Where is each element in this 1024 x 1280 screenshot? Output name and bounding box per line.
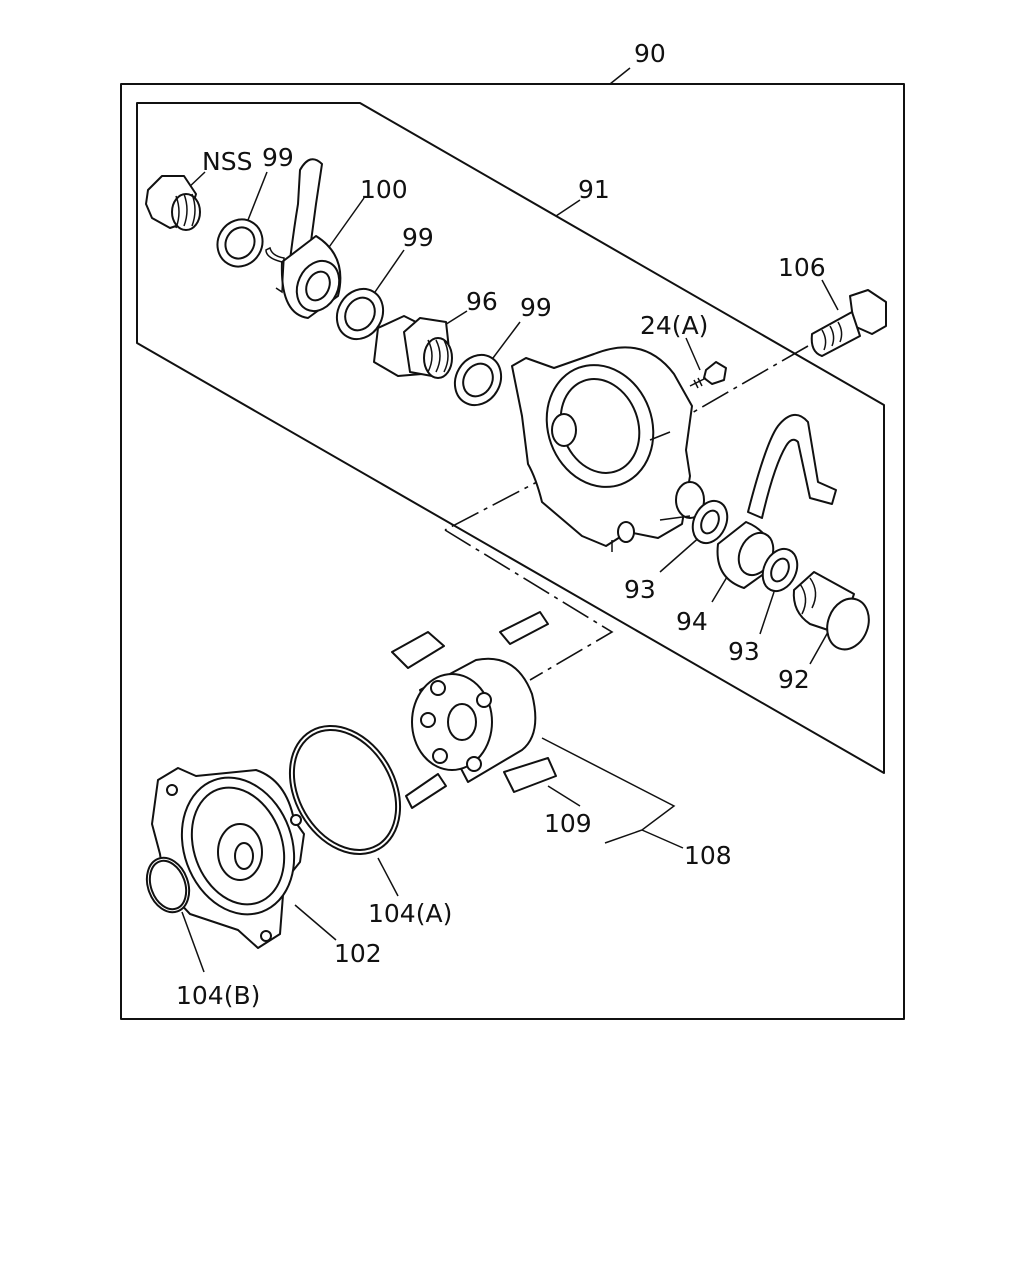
label-100: 100 bbox=[360, 175, 408, 204]
label-108: 108 bbox=[684, 841, 732, 870]
label-99-c: 99 bbox=[520, 293, 552, 322]
label-99-b: 99 bbox=[402, 223, 434, 252]
label-93-a: 93 bbox=[624, 575, 656, 604]
washer-99c-part bbox=[453, 353, 503, 407]
label-90: 90 bbox=[634, 39, 666, 68]
label-104b: 104(B) bbox=[176, 981, 260, 1010]
cover-plate-102-part bbox=[151, 767, 305, 949]
banjo-fitting-100-part bbox=[265, 158, 342, 319]
label-24a: 24(A) bbox=[640, 311, 708, 340]
pump-housing-91-part bbox=[511, 346, 705, 552]
label-104a: 104(A) bbox=[368, 899, 452, 928]
washer-93a-part bbox=[691, 499, 729, 545]
o-ring-104a-part bbox=[288, 725, 402, 855]
label-102: 102 bbox=[334, 939, 382, 968]
vanes-109-part bbox=[391, 611, 557, 809]
screw-24a-part bbox=[689, 361, 727, 389]
plug-nss-part bbox=[145, 175, 201, 231]
subassembly-frame bbox=[136, 102, 885, 774]
pipe-94-part bbox=[716, 414, 837, 589]
label-96: 96 bbox=[466, 287, 498, 316]
label-94: 94 bbox=[676, 607, 708, 636]
washer-99a-part bbox=[216, 218, 264, 268]
washer-99b-part bbox=[335, 287, 385, 341]
label-106: 106 bbox=[778, 253, 826, 282]
label-109: 109 bbox=[544, 809, 592, 838]
outer-frame bbox=[120, 83, 905, 1020]
label-91: 91 bbox=[578, 175, 610, 204]
bolt-92-part bbox=[792, 571, 870, 651]
bolt-106-part bbox=[810, 289, 887, 357]
o-ring-104b-part bbox=[145, 856, 191, 914]
label-93-b: 93 bbox=[728, 637, 760, 666]
bolt-96-part bbox=[373, 315, 453, 379]
washer-93b-part bbox=[761, 547, 799, 593]
label-nss: NSS bbox=[202, 147, 252, 176]
rotor-108-part bbox=[411, 657, 537, 783]
label-92: 92 bbox=[778, 665, 810, 694]
label-99-a: 99 bbox=[262, 143, 294, 172]
